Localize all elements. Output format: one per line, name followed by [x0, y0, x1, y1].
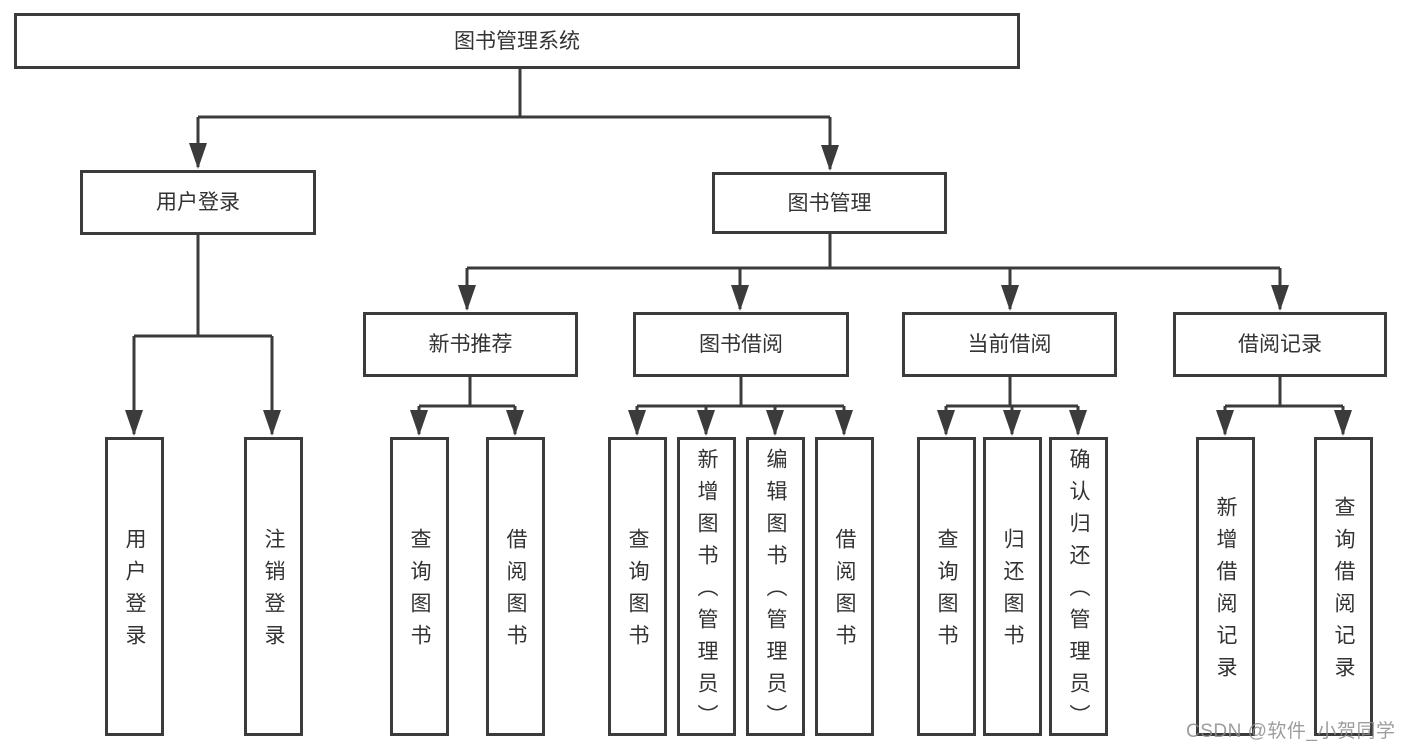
arrow-icon — [506, 410, 524, 436]
leaf-user-login: 用户登录 — [105, 437, 164, 736]
leaf-borrow-edit-books-admin: 编辑图书（管理员） — [746, 437, 805, 736]
node-root: 图书管理系统 — [14, 13, 1020, 69]
node-book-borrow-label: 图书借阅 — [699, 333, 783, 356]
leaf-records-query-record: 查询借阅记录 — [1314, 437, 1373, 736]
node-new-book-recommend: 新书推荐 — [363, 312, 578, 377]
watermark-text: CSDN @软件_小贺同学 — [1186, 721, 1396, 742]
node-book-borrow: 图书借阅 — [633, 312, 849, 377]
arrow-icon — [821, 145, 839, 171]
arrowheads — [125, 143, 1352, 436]
leaf-user-login-label: 用户登录 — [123, 528, 146, 656]
node-borrow-records: 借阅记录 — [1173, 312, 1387, 377]
node-user-login-label: 用户登录 — [156, 191, 240, 214]
node-current-borrow-label: 当前借阅 — [967, 333, 1052, 356]
arrow-icon — [1001, 285, 1019, 311]
node-user-login: 用户登录 — [80, 170, 316, 235]
leaf-borrow-query-books-label: 查询图书 — [626, 528, 649, 656]
arrow-icon — [1216, 410, 1234, 436]
node-book-management: 图书管理 — [712, 172, 947, 234]
arrow-icon — [697, 410, 715, 436]
leaf-newbooks-borrow-books-label: 借阅图书 — [504, 528, 527, 656]
leaf-logout: 注销登录 — [244, 437, 303, 736]
node-borrow-records-label: 借阅记录 — [1238, 333, 1322, 356]
connector-bookmgmt-to-level3 — [465, 234, 1282, 309]
leaf-current-confirm-return-admin-label: 确认归还（管理员） — [1067, 448, 1090, 736]
arrow-icon — [937, 410, 955, 436]
leaf-borrow-query-books: 查询图书 — [608, 437, 667, 736]
connector-bookborrow-to-leaves — [635, 377, 846, 434]
leaf-newbooks-borrow-books: 借阅图书 — [486, 437, 545, 736]
leaf-current-return-books: 归还图书 — [983, 437, 1042, 736]
leaf-borrow-add-books-admin: 新增图书（管理员） — [677, 437, 736, 736]
arrow-icon — [263, 410, 281, 436]
node-book-management-label: 图书管理 — [787, 191, 872, 215]
connector-userlogin-to-leaves — [132, 235, 274, 434]
arrow-icon — [1334, 410, 1352, 436]
leaf-records-add-record-label: 新增借阅记录 — [1214, 496, 1237, 688]
node-root-label: 图书管理系统 — [454, 29, 580, 53]
arrow-icon — [835, 410, 853, 436]
leaf-records-query-record-label: 查询借阅记录 — [1332, 496, 1355, 688]
leaf-current-query-books-label: 查询图书 — [935, 528, 958, 656]
arrow-icon — [125, 410, 143, 436]
arrow-icon — [628, 410, 646, 436]
leaf-borrow-borrow-books-label: 借阅图书 — [833, 528, 856, 656]
leaf-newbooks-query-books: 查询图书 — [390, 437, 449, 736]
leaf-current-confirm-return-admin: 确认归还（管理员） — [1049, 437, 1108, 736]
leaf-borrow-borrow-books: 借阅图书 — [815, 437, 874, 736]
arrow-icon — [458, 285, 476, 311]
leaf-records-add-record: 新增借阅记录 — [1196, 437, 1255, 736]
leaf-newbooks-query-books-label: 查询图书 — [408, 528, 431, 656]
arrow-icon — [189, 143, 207, 169]
leaf-borrow-edit-books-admin-label: 编辑图书（管理员） — [764, 448, 787, 736]
arrow-icon — [1271, 285, 1289, 311]
arrow-icon — [766, 410, 784, 436]
leaf-current-return-books-label: 归还图书 — [1001, 528, 1024, 656]
arrow-icon — [1003, 410, 1021, 436]
arrow-icon — [410, 410, 428, 436]
node-new-book-recommend-label: 新书推荐 — [428, 333, 513, 356]
node-current-borrow: 当前借阅 — [902, 312, 1117, 377]
arrow-icon — [1069, 410, 1087, 436]
arrow-icon — [731, 285, 749, 311]
connector-newbooks-to-leaves — [417, 377, 517, 434]
leaf-borrow-add-books-admin-label: 新增图书（管理员） — [695, 448, 718, 736]
leaf-logout-label: 注销登录 — [262, 528, 285, 656]
connector-borrowrecords-to-leaves — [1223, 377, 1345, 434]
leaf-current-query-books: 查询图书 — [917, 437, 976, 736]
connector-root-to-level2 — [196, 69, 832, 169]
